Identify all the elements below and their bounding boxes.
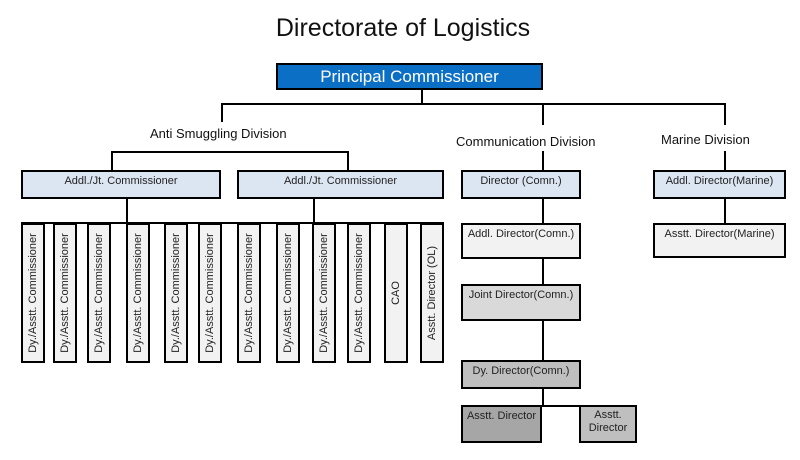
addl-director-comn-box: Addl. Director(Comn.) xyxy=(461,223,581,259)
connector xyxy=(542,405,608,407)
dy-asstt-commissioner-box: Dy./Asstt. Commissioner xyxy=(164,223,188,363)
box-label: Dy./Asstt. Commissioner xyxy=(204,233,216,353)
connector xyxy=(542,198,544,224)
connector xyxy=(724,103,726,125)
anti-smuggling-division-label: Anti Smuggling Division xyxy=(150,126,287,141)
dy-asstt-commissioner-box: Dy./Asstt. Commissioner xyxy=(53,223,77,363)
principal-commissioner-box: Principal Commissioner xyxy=(276,63,543,90)
addl-director-marine-box: Addl. Director(Marine) xyxy=(653,170,786,199)
connector xyxy=(347,151,349,170)
connector xyxy=(111,151,113,170)
connector xyxy=(542,103,544,125)
dy-asstt-commissioner-box: Dy./Asstt. Commissioner xyxy=(347,223,371,363)
asstt-director-box: Asstt. Director xyxy=(461,405,542,443)
box-label: Dy./Asstt. Commissioner xyxy=(318,233,330,353)
connector xyxy=(21,222,444,224)
dy-asstt-commissioner-box: Dy./Asstt. Commissioner xyxy=(21,223,45,363)
dy-asstt-commissioner-box: Dy./Asstt. Commissioner xyxy=(87,223,111,363)
connector xyxy=(542,151,544,170)
asstt-director-ol-box: Asstt. Director (OL) xyxy=(420,223,444,363)
connector xyxy=(542,258,544,284)
connector xyxy=(542,388,544,406)
box-label: Dy./Asstt. Commissioner xyxy=(59,233,71,353)
connector xyxy=(221,103,223,122)
dy-asstt-commissioner-box: Dy./Asstt. Commissioner xyxy=(237,223,261,363)
addl-jt-commissioner-box: Addl./Jt. Commissioner xyxy=(21,170,221,199)
box-label: Dy./Asstt. Commissioner xyxy=(243,233,255,353)
director-comn-box: Director (Comn.) xyxy=(461,170,581,199)
box-label: Dy./Asstt. Commissioner xyxy=(353,233,365,353)
asstt-director-box: Asstt. Director xyxy=(579,405,637,443)
box-label: CAO xyxy=(390,281,402,305)
connector xyxy=(421,89,423,104)
connector xyxy=(111,151,348,153)
box-label: Asstt. Director (OL) xyxy=(426,245,438,341)
addl-jt-commissioner-box: Addl./Jt. Commissioner xyxy=(237,170,444,199)
dy-asstt-commissioner-box: Dy./Asstt. Commissioner xyxy=(276,223,300,363)
marine-division-label: Marine Division xyxy=(661,132,750,147)
box-label: Dy./Asstt. Commissioner xyxy=(282,233,294,353)
connector xyxy=(126,198,128,223)
box-label: Dy./Asstt. Commissioner xyxy=(132,233,144,353)
cao-box: CAO xyxy=(384,223,408,363)
chart-title: Directorate of Logistics xyxy=(275,14,531,42)
connector xyxy=(313,198,315,223)
box-label: Dy./Asstt. Commissioner xyxy=(27,233,39,353)
connector xyxy=(221,103,725,105)
asstt-director-marine-box: Asstt. Director(Marine) xyxy=(653,223,786,258)
box-label: Dy./Asstt. Commissioner xyxy=(93,233,105,353)
dy-asstt-commissioner-box: Dy./Asstt. Commissioner xyxy=(198,223,222,363)
dy-director-comn-box: Dy. Director(Comn.) xyxy=(461,360,581,389)
joint-director-comn-box: Joint Director(Comn.) xyxy=(461,284,581,321)
connector xyxy=(542,320,544,361)
communication-division-label: Communication Division xyxy=(456,134,596,149)
box-label: Dy./Asstt. Commissioner xyxy=(170,233,182,353)
connector xyxy=(724,151,726,170)
dy-asstt-commissioner-box: Dy./Asstt. Commissioner xyxy=(126,223,150,363)
dy-asstt-commissioner-box: Dy./Asstt. Commissioner xyxy=(312,223,336,363)
connector xyxy=(724,198,726,224)
